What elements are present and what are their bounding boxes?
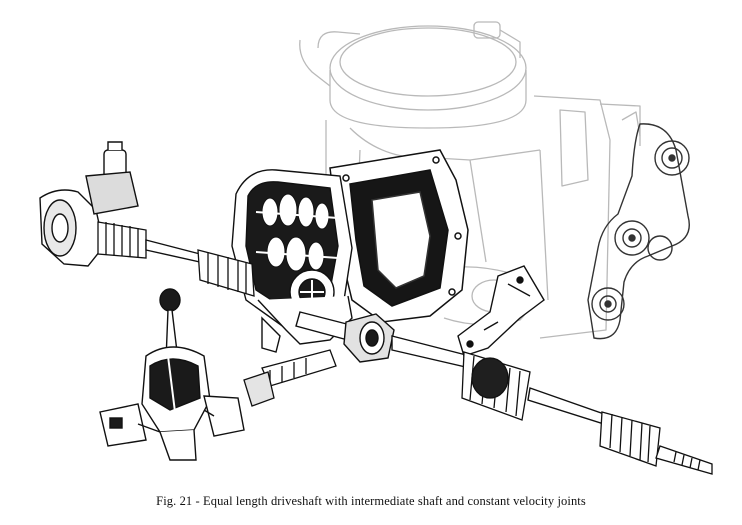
figure-caption: Fig. 21 - Equal length driveshaft with i…: [156, 494, 586, 508]
left-driveshaft: [145, 239, 201, 263]
right-stub-axle: [655, 445, 713, 475]
engine-ghost-outline: [299, 21, 641, 339]
gear-shift-assembly: [99, 288, 245, 461]
left-cv-boot-outer: [197, 249, 255, 297]
accessory-belt-drive: [587, 123, 690, 340]
right-cv-boot-inner: [461, 351, 531, 421]
lower-drive-link: [243, 349, 337, 407]
right-cv-boot-outer: [599, 411, 661, 467]
left-cv-boot-inner: [97, 221, 147, 259]
transmission-cutaway: [231, 169, 353, 353]
drivetrain-illustration: [39, 21, 713, 475]
intermediate-shaft: [295, 311, 471, 369]
right-driveshaft: [527, 387, 605, 425]
left-wheel-hub: [39, 141, 139, 267]
bell-housing: [329, 149, 469, 323]
support-bracket: [457, 265, 545, 357]
